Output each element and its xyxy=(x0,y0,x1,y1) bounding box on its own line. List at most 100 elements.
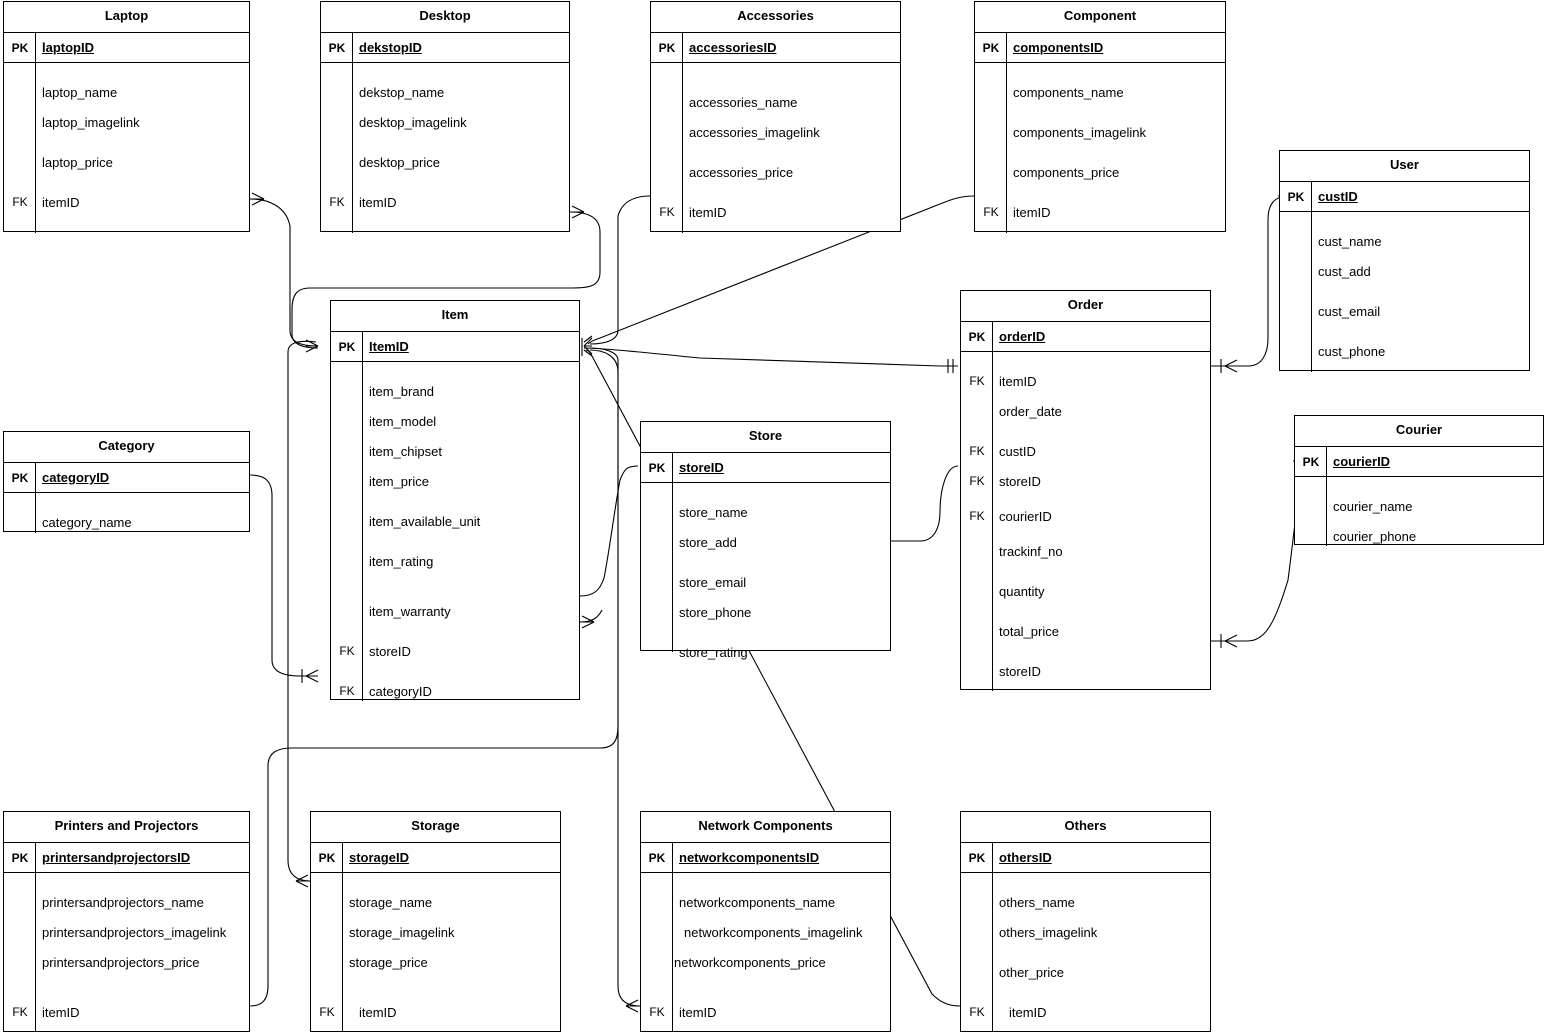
attribute-row[interactable]: accessories_name xyxy=(651,95,900,111)
attribute-row[interactable]: order_date xyxy=(961,404,1210,420)
attribute-name: total_price xyxy=(999,624,1059,639)
attribute-row[interactable]: desktop_price xyxy=(321,155,569,171)
pk-field-name: storeID xyxy=(679,460,724,475)
attribute-row[interactable]: store_add xyxy=(641,535,890,551)
attribute-name: item_model xyxy=(369,414,437,429)
attribute-row[interactable]: accessories_price xyxy=(651,165,900,181)
attribute-name: itemID xyxy=(1013,205,1051,220)
attribute-row[interactable]: storage_imagelink xyxy=(311,925,560,941)
attribute-row[interactable]: components_imagelink xyxy=(975,125,1225,141)
attribute-row[interactable]: desktop_imagelink xyxy=(321,115,569,131)
attribute-row[interactable]: laptop_name xyxy=(4,85,249,101)
attribute-row[interactable]: networkcomponents_imagelink xyxy=(641,925,890,941)
attribute-row[interactable]: cust_add xyxy=(1280,264,1529,280)
attribute-row[interactable]: store_email xyxy=(641,575,890,591)
attribute-row[interactable]: courier_phone xyxy=(1295,529,1543,545)
attribute-row[interactable]: item_model xyxy=(331,414,579,430)
attribute-row[interactable]: components_price xyxy=(975,165,1225,181)
attribute-row[interactable]: printersandprojectors_price xyxy=(4,955,249,971)
attribute-row[interactable]: store_phone xyxy=(641,605,890,621)
attribute-row[interactable]: store_rating xyxy=(641,645,890,661)
attribute-row[interactable]: storeID xyxy=(961,664,1210,680)
attribute-row[interactable]: item_rating xyxy=(331,554,579,570)
attribute-row[interactable]: networkcomponents_name xyxy=(641,895,890,911)
pk-flag: PK xyxy=(328,41,346,55)
pk-field-name: orderID xyxy=(999,329,1046,344)
attribute-row[interactable]: storage_price xyxy=(311,955,560,971)
attribute-row[interactable]: item_available_unit xyxy=(331,514,579,530)
attribute-row[interactable]: item_warranty xyxy=(331,604,579,620)
attribute-row[interactable]: components_name xyxy=(975,85,1225,101)
attribute-row[interactable]: dekstop_name xyxy=(321,85,569,101)
attribute-row[interactable]: laptop_price xyxy=(4,155,249,171)
attribute-row[interactable]: printersandprojectors_imagelink xyxy=(4,925,249,941)
pk-flag: PK xyxy=(11,851,29,865)
attribute-row[interactable]: accessories_imagelink xyxy=(651,125,900,141)
attribute-row[interactable]: cust_email xyxy=(1280,304,1529,320)
attribute-row[interactable]: others_imagelink xyxy=(961,925,1210,941)
attribute-row[interactable]: cust_name xyxy=(1280,234,1529,250)
attribute-row[interactable]: laptop_imagelink xyxy=(4,115,249,131)
entity-title-component: Component xyxy=(975,2,1225,33)
attribute-row[interactable]: category_name xyxy=(4,515,249,531)
attribute-row[interactable]: item_brand xyxy=(331,384,579,400)
attribute-row[interactable]: storage_name xyxy=(311,895,560,911)
attribute-row[interactable]: networkcomponents_price xyxy=(641,955,890,971)
attribute-row[interactable]: trackinf_no xyxy=(961,544,1210,560)
attribute-row[interactable]: item_chipset xyxy=(331,444,579,460)
attribute-row[interactable]: total_price xyxy=(961,624,1210,640)
attribute-row[interactable]: printersandprojectors_name xyxy=(4,895,249,911)
attribute-row[interactable]: others_name xyxy=(961,895,1210,911)
key-column xyxy=(321,63,353,233)
attribute-row[interactable]: item_price xyxy=(331,474,579,490)
attribute-row[interactable]: quantity xyxy=(961,584,1210,600)
attribute-row[interactable]: other_price xyxy=(961,965,1210,981)
attribute-row[interactable]: courier_name xyxy=(1295,499,1543,515)
attribute-row[interactable]: cust_phone xyxy=(1280,344,1529,360)
attribute-row[interactable]: store_name xyxy=(641,505,890,521)
